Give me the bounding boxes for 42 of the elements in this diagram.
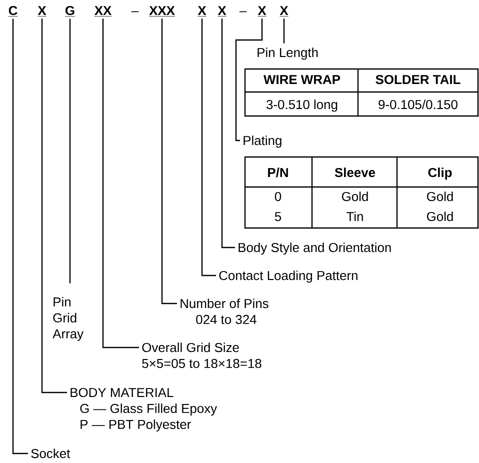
- table-cell: Gold: [426, 212, 453, 222]
- leader-line: [283, 18, 285, 44]
- table-header: WIRE WRAP: [264, 75, 340, 84]
- table-cell: 9-0.105/0.150: [378, 100, 458, 110]
- code-letter: X: [279, 6, 289, 17]
- description-text: Socket: [31, 448, 70, 458]
- leader-line: [69, 18, 71, 284]
- leader-line: [12, 18, 28, 454]
- leader-line: [201, 18, 216, 276]
- leader-line: [235, 18, 263, 142]
- description-text: Plating: [244, 136, 282, 148]
- table-header: Clip: [428, 168, 452, 180]
- table-cell: Tin: [346, 212, 363, 221]
- leader-line: [161, 18, 177, 304]
- code-letter: X: [217, 6, 227, 17]
- description-text: Pin Grid Array: [52, 296, 84, 341]
- table-cell: 0: [274, 192, 282, 202]
- code-letter: G: [64, 6, 76, 17]
- table-header: SOLDER TAIL: [376, 74, 460, 84]
- dash: –: [131, 11, 139, 12]
- description-text: Body Style and Orientation: [238, 242, 391, 255]
- dash: –: [239, 11, 247, 12]
- description-text: Pin Length: [258, 48, 318, 60]
- description-text: Overall Grid Size 5×5=05 to 18×18=18: [142, 342, 262, 368]
- leader-line: [102, 18, 139, 348]
- description-text: BODY MATERIAL G — Glass Filled Epoxy P — PBT Polyester: [70, 388, 218, 432]
- code-letter: C: [8, 6, 18, 17]
- leader-line: [41, 18, 67, 394]
- code-letter: X: [37, 6, 47, 17]
- code-letter: X: [257, 6, 267, 17]
- code-letter: XX: [94, 6, 112, 17]
- code-letter: X: [197, 6, 207, 17]
- table-cell: Gold: [342, 192, 368, 202]
- table-header: P/N: [268, 168, 288, 178]
- code-letter: XXX: [148, 6, 176, 17]
- description-text: Contact Loading Pattern: [219, 270, 358, 283]
- table-cell: 3-0.510 long: [266, 100, 338, 112]
- table-cell: Gold: [426, 192, 453, 202]
- leader-line: [221, 18, 235, 248]
- table-header: Sleeve: [334, 168, 376, 178]
- table-cell: 5: [274, 212, 282, 222]
- description-text: Number of Pins 024 to 324: [180, 298, 268, 324]
